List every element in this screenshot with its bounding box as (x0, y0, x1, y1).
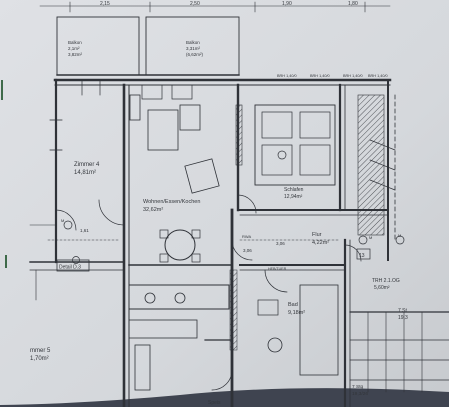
label-flur: Flur (312, 232, 322, 238)
dimension-b: 3,06 (276, 241, 285, 246)
dim-top-2: 2,50 (190, 1, 200, 7)
bed (254, 104, 336, 186)
area-wohnen: 32,62m² (143, 207, 163, 213)
area-zimmer5: 1,70m² (30, 356, 49, 362)
stair-bottom-label-a: 7 Stg (352, 384, 364, 390)
sofa (147, 109, 179, 151)
stair-shaft (357, 94, 385, 236)
brh-label-b: BRH 1,40/0 (310, 74, 330, 78)
label-wohnen: Wohnen/Essen/Kochen (143, 199, 200, 205)
stair-bottom-label-b: 19,3/26 (352, 391, 368, 397)
label-zimmer4: Zimmer 4 (74, 162, 100, 168)
brh-label-d: BRH 1,40/0 (368, 74, 388, 78)
area-zimmer4: 14,81m² (74, 170, 96, 176)
stair-right-label-a: 7 St (398, 308, 408, 314)
label-schlafen: Schlafen (284, 187, 304, 193)
label-bad: Bad (288, 302, 298, 308)
area-schlafen: 12,94m² (284, 194, 303, 200)
area-flur: 4,22m² (312, 240, 329, 246)
dining-table (164, 229, 196, 261)
sink (257, 299, 279, 316)
kitchen-counter (128, 284, 230, 310)
marker-m3: M (61, 218, 64, 223)
label-zimmer5: mmer 5 (30, 348, 51, 354)
label-balkon-right: Balkon (186, 40, 200, 45)
marker-m1: M (369, 235, 372, 240)
dim-top-4: 1,80 (348, 1, 358, 7)
brh-label-c: BRH 1,40/0 (343, 74, 363, 78)
detail-label: Detail D.3 (59, 265, 81, 271)
label-balkon-left: Balkon (68, 40, 82, 45)
dim-top-3: 1,90 (282, 1, 292, 7)
detail-box (56, 259, 90, 272)
door-zimmer4 (98, 199, 125, 226)
area-balkon-right-a: 3,31m² (186, 46, 201, 51)
toilet (267, 337, 283, 353)
hebe-label: HEB/TUER (268, 267, 287, 271)
dimension-a: 1,61 (80, 228, 89, 233)
dimension-c: 3,06 (243, 248, 252, 253)
area-bad: 9,18m² (288, 310, 305, 316)
brh-label-a: BRH 1,40/0 (277, 74, 297, 78)
stair-right-label-b: 19,3 (398, 315, 408, 321)
label-speis: Speis (208, 400, 221, 406)
bathtub (299, 284, 339, 376)
area-balkon-left-a: 2,1m² (68, 46, 80, 51)
marker-m2: M (398, 233, 401, 238)
area-balkon-right-b: (6,62m²) (186, 52, 204, 57)
dim-top-1: 2,15 (100, 1, 110, 7)
trh-label: TRH 2.1.OG (372, 278, 400, 284)
circle-number: 13 (359, 253, 365, 259)
trh-area: 5,60m² (374, 285, 390, 291)
area-balkon-left-b: 3,82m² (68, 52, 83, 57)
rwa-label: RWA (242, 234, 251, 239)
